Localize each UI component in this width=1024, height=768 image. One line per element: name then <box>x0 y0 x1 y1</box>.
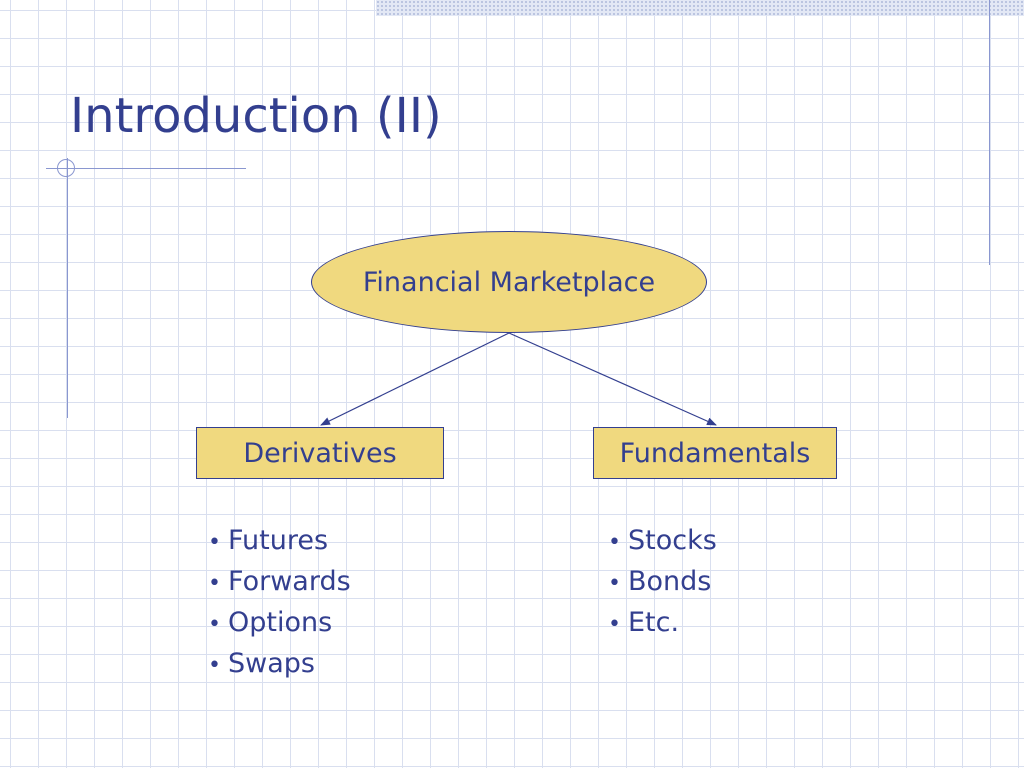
root-node-label: Financial Marketplace <box>362 266 656 298</box>
node-derivatives: Derivatives <box>196 427 444 479</box>
slide-title: Introduction (II) <box>70 88 442 144</box>
bullet-dot: • <box>208 571 221 596</box>
bullet-dot: • <box>208 653 221 678</box>
list-item-text: Swaps <box>228 648 315 679</box>
bullet-dot: • <box>608 571 621 596</box>
list-item-text: Etc. <box>628 607 680 638</box>
title-underline <box>46 168 246 169</box>
fundamentals-list: • Stocks • Bonds • Etc. <box>608 520 717 643</box>
list-item: • Futures <box>208 520 351 561</box>
node-derivatives-label: Derivatives <box>243 437 397 469</box>
right-decoration-line <box>989 0 990 265</box>
list-item-text: Stocks <box>628 525 717 556</box>
root-node-financial-marketplace: Financial Marketplace <box>311 231 707 333</box>
list-item: • Etc. <box>608 602 717 643</box>
list-item: • Stocks <box>608 520 717 561</box>
arrow-to-derivatives <box>320 332 510 426</box>
bullet-dot: • <box>608 530 621 555</box>
bullet-dot: • <box>608 612 621 637</box>
list-item: • Options <box>208 602 351 643</box>
list-item-text: Futures <box>228 525 329 556</box>
node-fundamentals: Fundamentals <box>593 427 837 479</box>
list-item: • Swaps <box>208 643 351 684</box>
arrow-to-fundamentals <box>508 332 717 426</box>
node-fundamentals-label: Fundamentals <box>619 437 811 469</box>
derivatives-list: • Futures • Forwards • Options • Swaps <box>208 520 351 684</box>
bullet-dot: • <box>208 612 221 637</box>
list-item-text: Forwards <box>228 566 351 597</box>
header-decoration-band <box>376 0 1024 16</box>
list-item: • Forwards <box>208 561 351 602</box>
list-item: • Bonds <box>608 561 717 602</box>
corner-circle-ornament <box>57 159 75 177</box>
left-margin-line <box>67 158 68 418</box>
list-item-text: Options <box>228 607 333 638</box>
bullet-dot: • <box>208 530 221 555</box>
list-item-text: Bonds <box>628 566 712 597</box>
